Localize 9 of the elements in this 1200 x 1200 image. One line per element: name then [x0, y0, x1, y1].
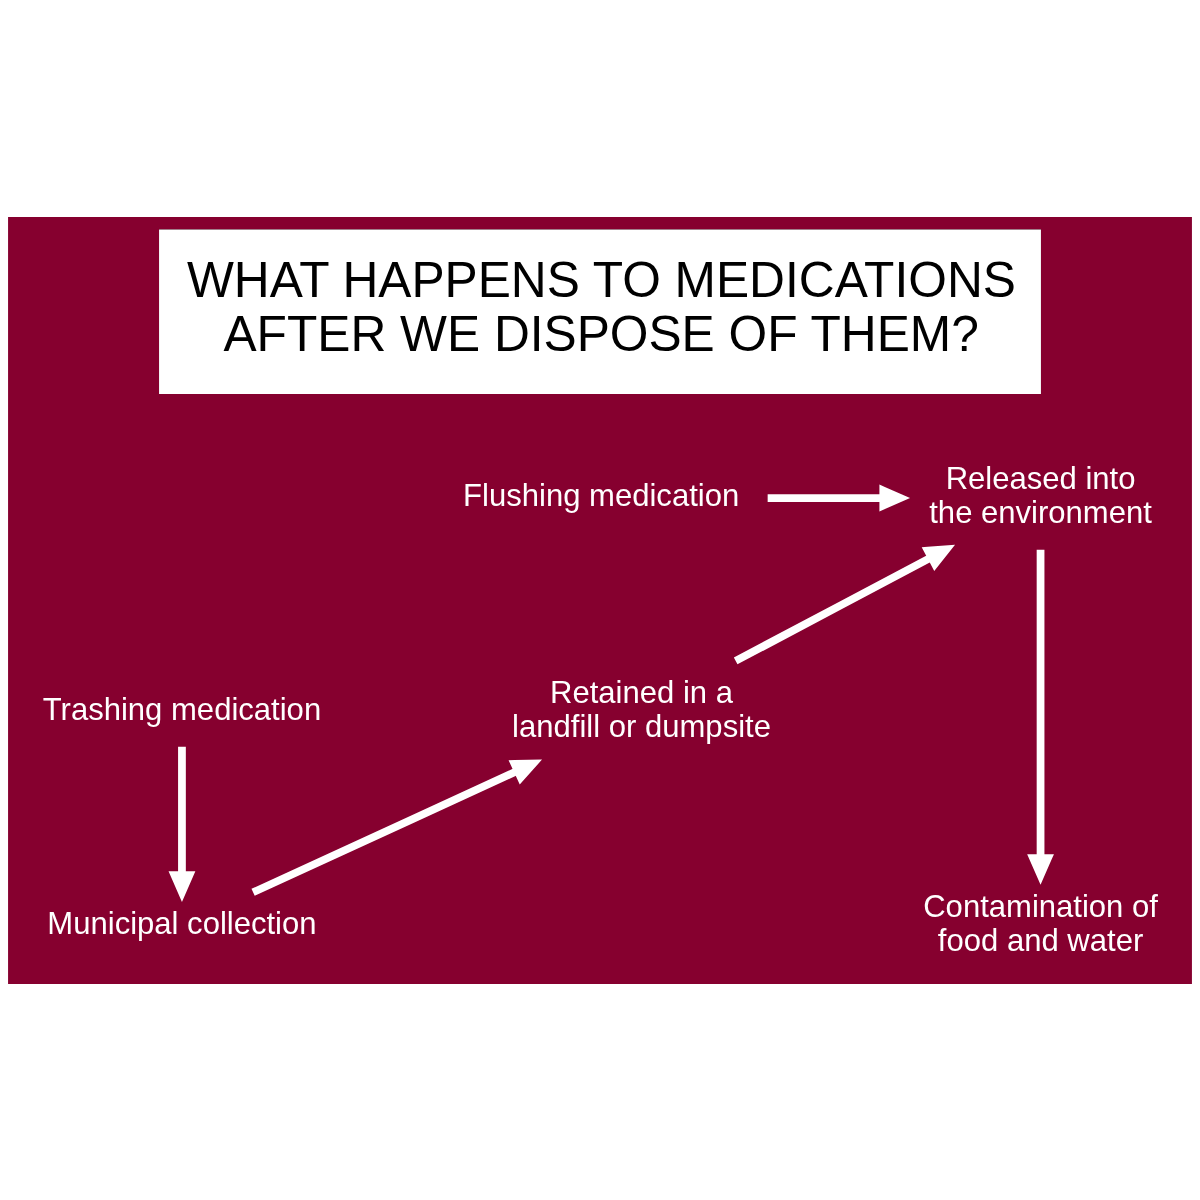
diagram-title: WHAT HAPPENS TO MEDICATIONS AFTER WE DISPOSE OF THEM?: [187, 251, 1016, 362]
arrow: [251, 759, 542, 896]
node-text: Released into the environment: [929, 460, 1152, 530]
node-text: Municipal collection: [47, 905, 317, 941]
node-text: Trashing medication: [42, 691, 322, 727]
node-text: Retained in a landfill or dumpsite: [512, 674, 771, 744]
node-text: Flushing medication: [463, 477, 740, 513]
arrow: [733, 544, 956, 664]
node-text: Contamination of food and water: [923, 888, 1158, 958]
